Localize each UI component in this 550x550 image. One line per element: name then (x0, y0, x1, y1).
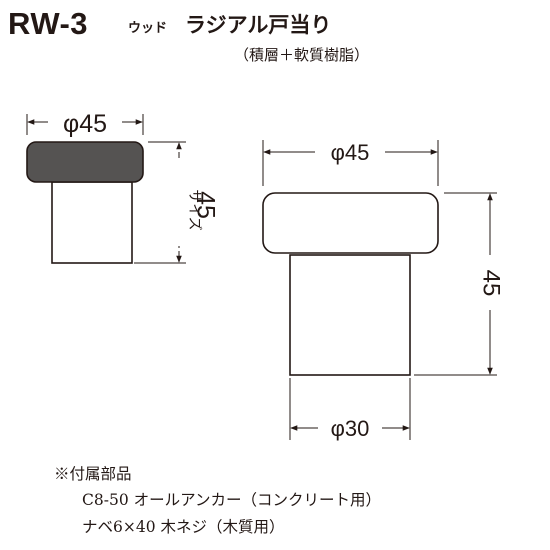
front-view-stem (289, 254, 411, 376)
small-view-cap (26, 141, 144, 183)
material-label: （積層＋軟質樹脂） (234, 46, 370, 64)
front-view-base-width-label: φ30 (331, 416, 370, 441)
front-view: φ45 45 φ30 (262, 140, 505, 441)
front-view-height-label: 45 (478, 270, 505, 297)
small-view-width-label: φ45 (63, 110, 107, 138)
model-number: RW-3 (8, 6, 89, 41)
product-name: ラジアル戸当り (185, 13, 332, 37)
small-view-size-value: 45 (191, 191, 219, 219)
front-view-cap (262, 192, 439, 254)
small-view: φ45 サイズ 45 (26, 110, 219, 264)
notes-title: ※付属部品 (54, 465, 132, 483)
product-name-prefix: ウッド (128, 21, 168, 36)
small-view-stem (51, 181, 133, 264)
note-item: C8-50 オールアンカー（コンクリート用） (82, 491, 381, 509)
note-item: ナベ6×40 木ネジ（木質用） (82, 518, 285, 536)
front-view-top-width-label: φ45 (331, 140, 370, 165)
small-view-size-label: サイズ (186, 189, 202, 231)
